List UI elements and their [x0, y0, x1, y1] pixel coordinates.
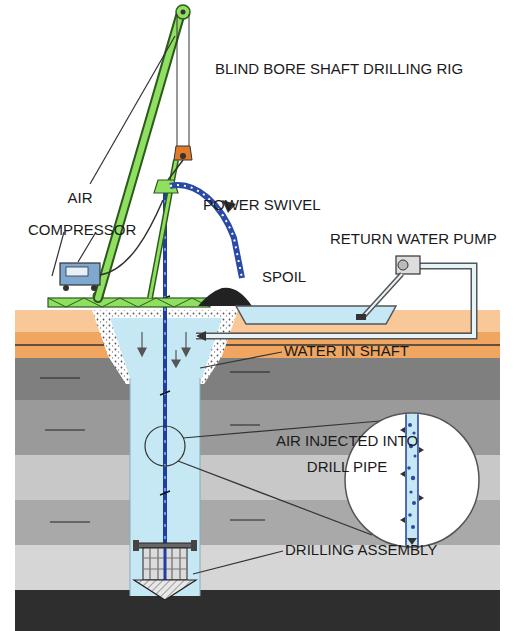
part-label: WATER IN SHAFT	[284, 342, 454, 360]
part-label: SPOIL	[262, 268, 332, 286]
part-label: AIR INJECTED INTO DRILL PIPE	[258, 428, 436, 480]
bedding-line	[230, 372, 270, 373]
part-label: BLIND BORE SHAFT DRILLING RIG	[215, 60, 505, 78]
rig-platform	[48, 291, 210, 307]
air-compressor	[60, 200, 163, 291]
rock-layer	[15, 590, 500, 631]
return-water-pump	[356, 256, 420, 320]
part-label: POWER SWIVEL	[203, 196, 333, 214]
rock-layer	[15, 358, 500, 400]
bedding-line	[230, 520, 265, 521]
bedding-line	[40, 378, 80, 379]
part-label: AIR COMPRESSOR	[28, 182, 132, 246]
shaft-wall	[130, 378, 131, 596]
layer-line	[15, 344, 500, 346]
spoil-pile	[198, 288, 252, 306]
drilling-mast	[98, 5, 192, 298]
bedding-line	[230, 425, 260, 426]
air-bubbles	[164, 200, 166, 540]
ground-strata	[15, 310, 500, 631]
bedding-line	[50, 522, 90, 523]
drilling-assembly	[133, 540, 197, 600]
return-water-pipe	[196, 266, 474, 341]
bedding-line	[45, 430, 85, 431]
part-label: RETURN WATER PUMP	[330, 230, 515, 248]
part-label: DRILLING ASSEMBLY	[285, 541, 475, 559]
leader-lines	[52, 36, 380, 574]
shaft-wall	[200, 378, 201, 596]
drill-pipe-detail	[345, 410, 479, 550]
